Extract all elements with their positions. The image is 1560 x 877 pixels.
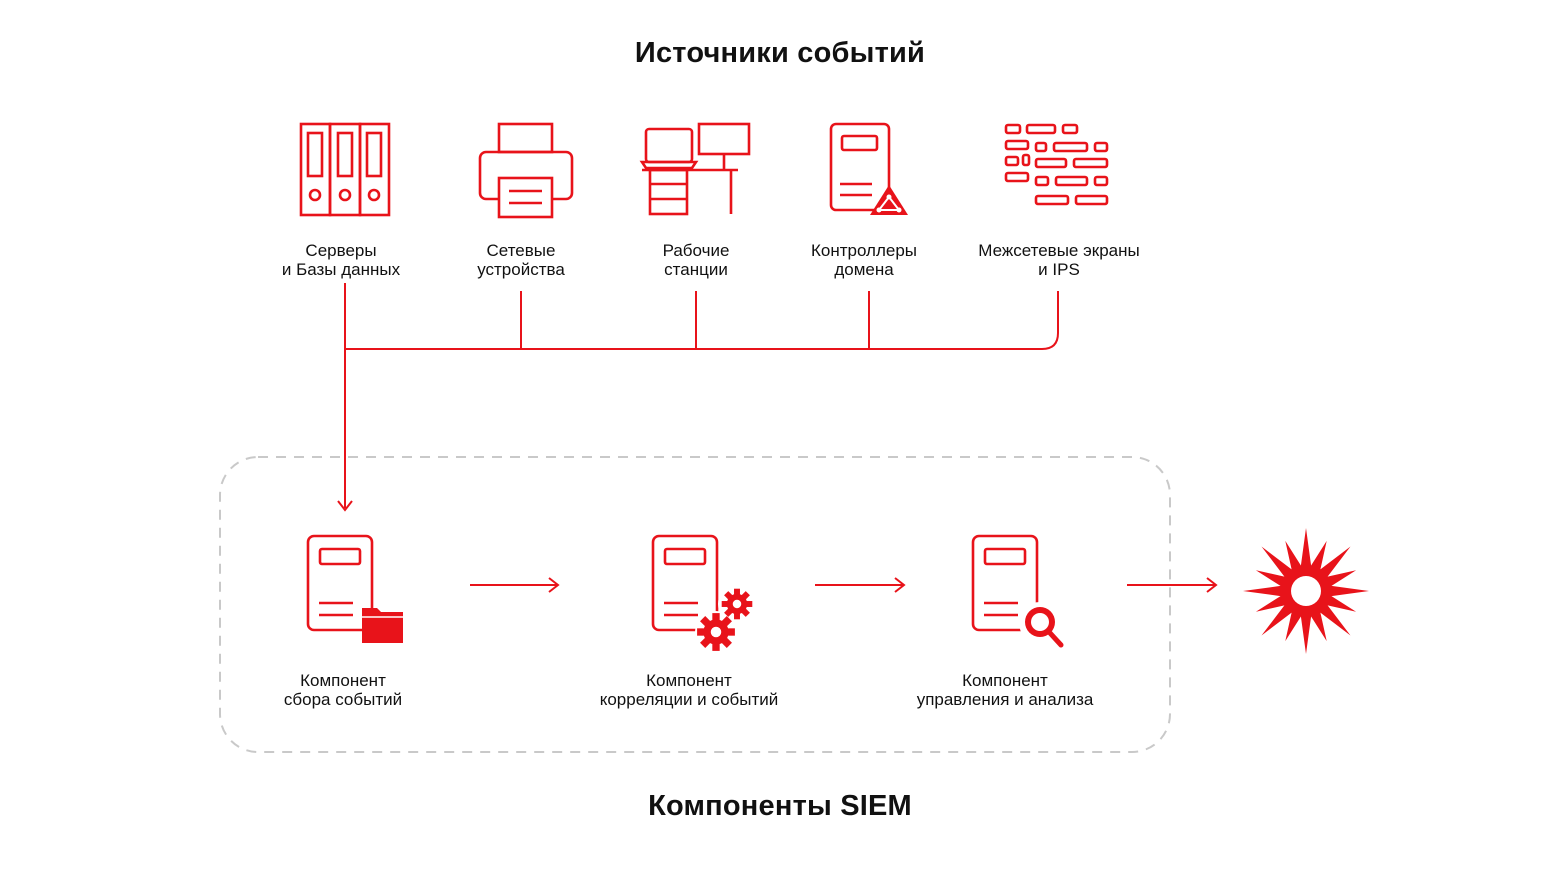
flow-arrow-3 [1127, 577, 1218, 593]
document-warning-icon [829, 122, 908, 215]
component-label-1-line2: сбора событий [283, 690, 403, 709]
source-connectors [337, 283, 1059, 512]
document-folder-icon [306, 534, 403, 643]
source-label-4-line1: Контроллеры [810, 241, 918, 260]
source-label-2-line1: Сетевые [486, 241, 556, 260]
flow-arrow-1 [470, 577, 560, 593]
source-label-4-line2: домена [834, 260, 894, 279]
component-label-3-line2: управления и анализа [916, 690, 1094, 709]
source-label-5-line1: Межсетевые экраны [978, 241, 1140, 260]
server-binders-icon [299, 122, 391, 217]
components-title: Компоненты SIEM [648, 790, 912, 822]
component-label-2-line2: корреляции и событий [599, 690, 779, 709]
workstation-desk-icon [639, 122, 751, 216]
component-label-3-line1: Компонент [962, 671, 1048, 690]
source-label-3-line1: Рабочие [662, 241, 730, 260]
siem-group-box [219, 456, 1171, 753]
printer-icon [478, 122, 574, 219]
source-label-5-line2: и IPS [1038, 260, 1080, 279]
burst-alert-icon [1243, 528, 1369, 654]
source-label-1-line1: Серверы [305, 241, 377, 260]
flow-arrow-2 [815, 577, 906, 593]
brick-wall-firewall-icon [1004, 123, 1109, 206]
component-label-1-line1: Компонент [300, 671, 386, 690]
document-magnifier-icon [971, 534, 1064, 648]
source-label-3-line2: станции [664, 260, 728, 279]
component-label-2-line1: Компонент [646, 671, 732, 690]
source-label-2-line2: устройства [477, 260, 565, 279]
document-gears-icon [651, 534, 756, 653]
sources-title: Источники событий [634, 37, 926, 69]
source-label-1-line2: и Базы данных [281, 260, 401, 279]
